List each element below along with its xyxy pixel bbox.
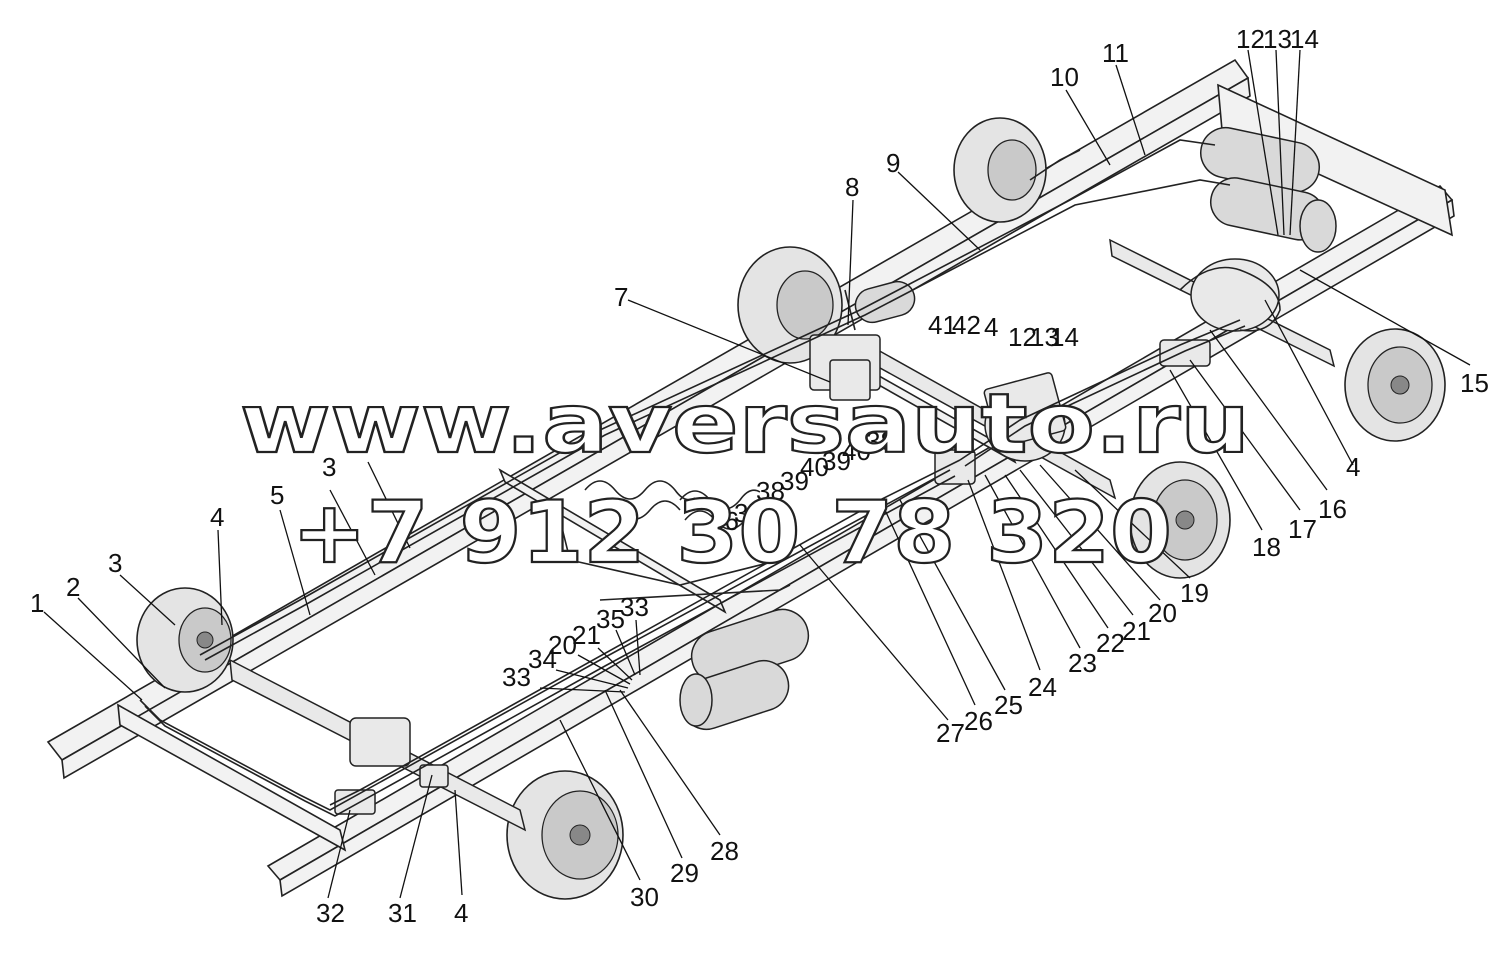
callout-12: 12 (1236, 24, 1265, 54)
callout-28: 28 (710, 836, 739, 866)
callout-27: 27 (936, 718, 965, 748)
callout-13: 13 (1030, 322, 1059, 352)
callout-38: 38 (866, 426, 895, 456)
front-right-wheel (506, 770, 624, 900)
callout-22: 22 (1096, 628, 1125, 658)
callout-3: 3 (108, 548, 122, 578)
callout-42: 42 (952, 310, 981, 340)
callout-20: 20 (548, 630, 577, 660)
watermark-website: www.aversauto.ru (240, 377, 1250, 472)
coiled-hoses (559, 480, 781, 586)
callout-39: 39 (780, 466, 809, 496)
callout-23: 23 (1068, 648, 1097, 678)
watermark-phone: +7 912 30 78 320 (292, 483, 1172, 583)
rear-right-wheel (1344, 328, 1446, 442)
callout-31: 31 (388, 898, 417, 928)
callout-9: 9 (886, 148, 900, 178)
callout-16: 16 (1318, 494, 1347, 524)
front-air-tanks (679, 608, 810, 731)
callout-33: 33 (620, 592, 649, 622)
callout-24: 24 (1028, 672, 1057, 702)
callout-8: 8 (845, 172, 859, 202)
callout-33: 33 (502, 662, 531, 692)
valve-block-middle (934, 372, 1067, 485)
callout-25: 25 (994, 690, 1023, 720)
callout-14: 14 (1050, 322, 1079, 352)
callout-6: 6 (356, 428, 370, 458)
callout-5: 5 (270, 480, 284, 510)
middle-left-wheel (737, 246, 843, 364)
callout-14: 14 (1290, 24, 1319, 54)
callout-1: 1 (30, 588, 44, 618)
watermark: www.aversauto.ru +7 912 30 78 320 (239, 376, 1251, 584)
leader-lines (43, 49, 1471, 899)
callout-30: 30 (630, 882, 659, 912)
callout-35: 35 (596, 604, 625, 634)
rear-air-tanks (1200, 126, 1337, 253)
callout-20: 20 (1148, 598, 1177, 628)
callout-15: 15 (1460, 368, 1489, 398)
callout-40: 40 (800, 452, 829, 482)
callout-37: 37 (734, 498, 763, 528)
callout-17: 17 (1288, 514, 1317, 544)
valve-block-center (809, 334, 881, 401)
callout-19: 19 (1180, 578, 1209, 608)
callout-12: 12 (1008, 322, 1037, 352)
callout-32: 32 (316, 898, 345, 928)
callout-29: 29 (670, 858, 699, 888)
valve-block-front (334, 764, 449, 815)
callout-2: 2 (66, 572, 80, 602)
callout-4: 4 (454, 898, 468, 928)
rear-left-wheel (953, 117, 1047, 223)
callout-34: 34 (528, 644, 557, 674)
callout-4: 4 (210, 502, 224, 532)
middle-right-wheel (1129, 461, 1231, 579)
callout-13: 13 (1263, 24, 1292, 54)
callout-21: 21 (572, 620, 601, 650)
callout-4: 4 (984, 312, 998, 342)
brake-pipelines (139, 139, 1281, 817)
callout-3: 3 (322, 452, 336, 482)
callout-36: 36 (710, 506, 739, 536)
callout-26: 26 (964, 706, 993, 736)
front-left-wheel (136, 587, 234, 693)
callout-7: 7 (614, 282, 628, 312)
callout-labels: 1 2 3 4 5 3 6 7 8 9 10 11 12 13 14 15 4 … (30, 24, 1489, 928)
callout-39: 39 (822, 446, 851, 476)
callout-11: 11 (1102, 38, 1129, 68)
callout-10: 10 (1050, 62, 1079, 92)
callout-41: 41 (928, 310, 957, 340)
front-axle-beam (229, 658, 527, 832)
chassis-frame (46, 58, 1455, 898)
callout-40: 40 (842, 436, 871, 466)
callout-21: 21 (1122, 616, 1151, 646)
callout-38: 38 (756, 476, 785, 506)
callout-18: 18 (1252, 532, 1281, 562)
callout-4: 4 (1346, 452, 1360, 482)
